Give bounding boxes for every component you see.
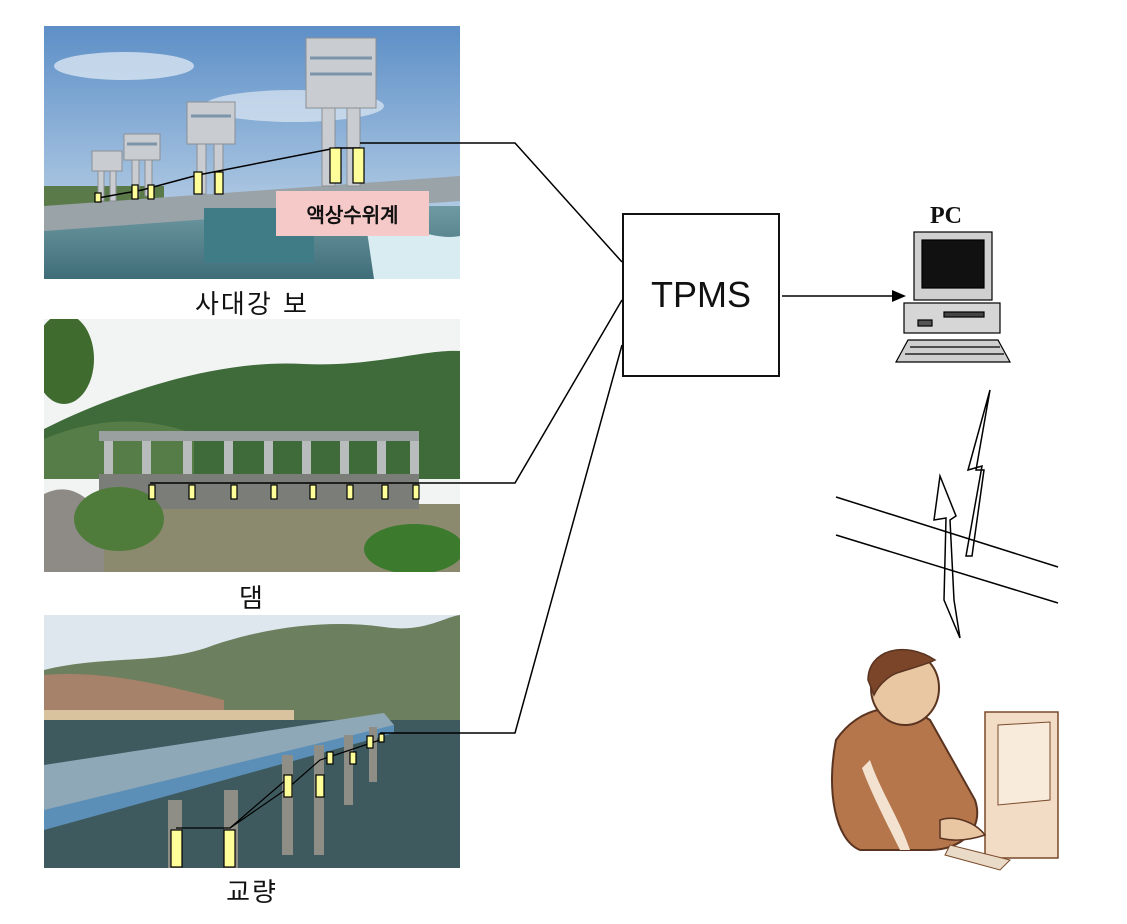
sensor-label: 액상수위계	[276, 191, 429, 236]
dam-caption: 댐	[239, 584, 265, 614]
pc-label: PC	[930, 203, 962, 229]
bridge-caption: 교량	[226, 878, 278, 908]
weir-sensors	[94, 147, 365, 203]
dam-sensors	[148, 484, 420, 500]
wireless-signal-icon	[933, 389, 991, 639]
operator-at-computer-icon	[831, 648, 1059, 871]
tpms-box: TPMS	[622, 213, 780, 377]
dam-photo	[44, 319, 460, 572]
bridge-photo	[44, 615, 460, 868]
weir-caption: 사대강 보	[195, 290, 309, 320]
bridge-sensors	[170, 733, 385, 868]
arrow-head	[892, 290, 906, 302]
desktop-computer-icon	[894, 231, 1012, 363]
